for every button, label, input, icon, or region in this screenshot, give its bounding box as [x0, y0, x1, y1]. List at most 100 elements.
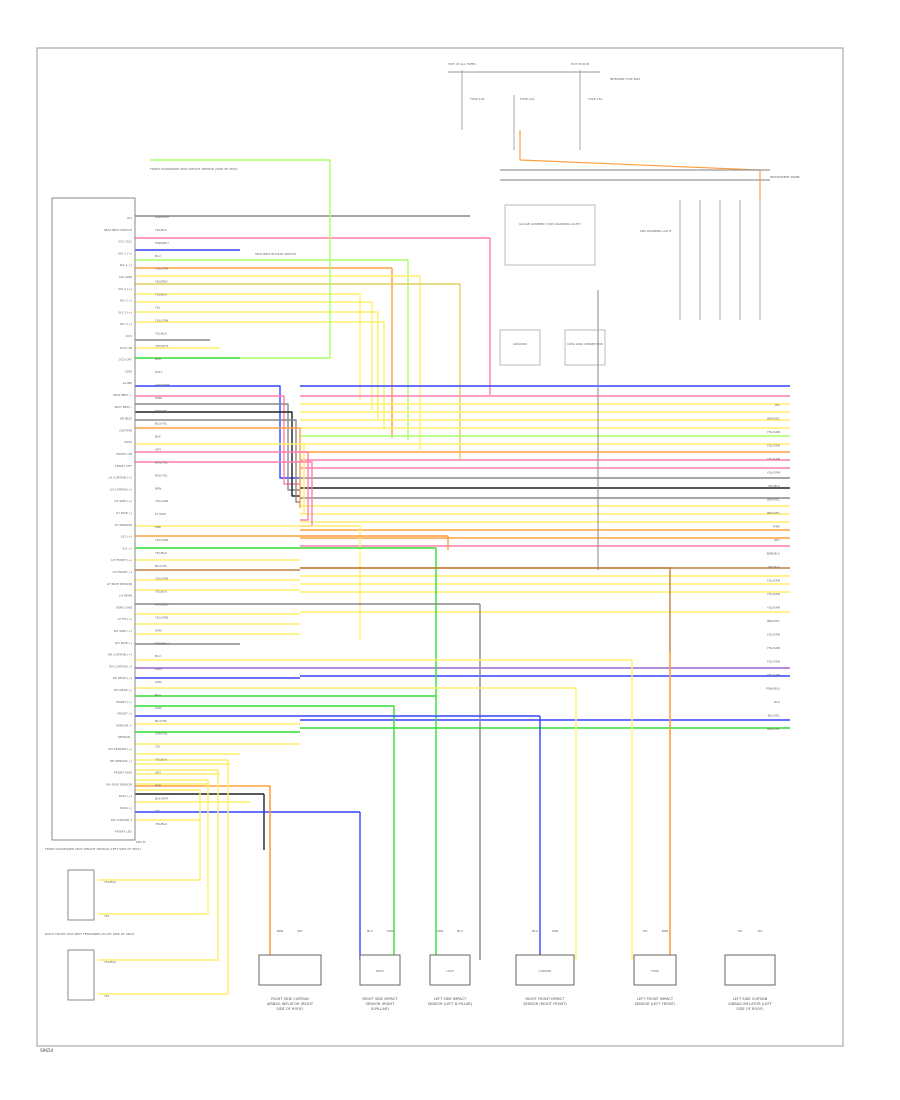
right-wire-label: YEL/GRN: [767, 430, 780, 434]
pin-label: OCS: [126, 334, 132, 338]
dlc-box: [564, 329, 606, 366]
bottom-wire-label: YEL: [642, 929, 648, 933]
wire-label: BRN/YEL: [155, 460, 168, 464]
wire-label: PINK: [155, 396, 163, 400]
pin-label: SIG 2 (-): [120, 299, 132, 303]
bottom-component-name: LSCS: [446, 969, 454, 973]
wire-label: YEL/BLK: [155, 758, 168, 762]
right-wire-label: BRN/YEL: [767, 417, 780, 421]
wire-label: YEL/GRN: [155, 615, 168, 619]
pin-label: LH SIDE (+): [114, 499, 132, 503]
label-interior: INTERIOR FUSE BOX: [610, 77, 640, 81]
bottom-wire-label: YEL: [737, 929, 743, 933]
pin-label: VCC-OCS: [118, 240, 132, 244]
bottom-component-name: CURSOR: [539, 969, 552, 973]
pin-label: RH SIDE (-): [115, 641, 132, 645]
page-label: S9654: [40, 1048, 54, 1053]
wire-label: RED: [155, 357, 162, 361]
bottom-component-box: [359, 954, 401, 986]
lb-box-bottom: [67, 949, 95, 1001]
right-wire-label: YEL/GRN: [767, 444, 780, 448]
pin-label: SIG GND: [119, 275, 133, 279]
pin-label: LH CURTAIN (+): [108, 476, 132, 480]
wire-mid: [135, 451, 309, 521]
wire-mid: [135, 385, 300, 479]
right-wire-label: YEL/GRN: [767, 457, 780, 461]
wire-label: GRN/YEL: [155, 732, 168, 736]
wire-label: BLK: [155, 435, 162, 439]
wire-label: BLU: [155, 254, 161, 258]
srs-module-label: SRS M: [136, 840, 146, 844]
pin-label: LH SIDE SENSOR: [107, 582, 132, 586]
label-fuse-c: FUSE 15A: [588, 97, 603, 101]
pin-label: FRONT GND: [114, 771, 133, 775]
label-splice: INSTRUMENT PANEL: [770, 175, 800, 179]
wire-label: YEL/GRN: [155, 318, 168, 322]
wire-label: GRN/WHT: [155, 215, 170, 219]
pin-label: IG1 (-): [123, 546, 133, 550]
pin-label: RH CURTAIN (-): [109, 664, 132, 668]
right-wire-label: YEL/GRN: [767, 660, 780, 664]
wire-label: GRY: [155, 448, 161, 452]
lb-wire: YEL: [104, 994, 110, 998]
pin-label: SIG 3 (+): [118, 310, 132, 314]
pin-label: SEAT BELT +: [113, 393, 132, 397]
pin-label: RH CURTAIN (+): [108, 653, 132, 657]
wire-mid: [135, 419, 300, 503]
pin-label: K-LINE: [123, 381, 133, 385]
right-wire-label: YEL/GRN: [767, 592, 780, 596]
bottom-component-caption: AIRBAG INFLATOR (RIGHT: [267, 1002, 314, 1006]
wire-label: LT GRN: [155, 512, 166, 516]
bottom-component-caption: SENSOR (LEFT B-PILLAR): [428, 1002, 473, 1006]
bottom-component-box: [724, 954, 776, 986]
right-wire-label: BLU: [774, 700, 780, 704]
right-wire-label: YEL/GRN: [767, 471, 780, 475]
wire-label: BRN: [155, 486, 161, 490]
right-wire-label: YEL/GRN: [767, 673, 780, 677]
lb-wire: YEL/BLK: [104, 960, 117, 964]
wire-label: YEL/GRN: [155, 538, 168, 542]
right-wire-label: GRY: [774, 538, 780, 542]
wire-label: YEL/BLU: [155, 590, 167, 594]
wire-label: GRN: [155, 680, 162, 684]
pin-label: RH SIDE SENSOR: [106, 782, 132, 786]
pin-label: SENSOR +: [116, 723, 132, 727]
wire-mid: [135, 403, 300, 491]
wire-label: PINK/BLU: [155, 641, 169, 645]
wire-label: BLU/YEL: [155, 422, 168, 426]
wire-label: GRN/WHT: [155, 383, 170, 387]
bottom-component-caption: RIGHT SIDE IMPACT: [362, 997, 398, 1001]
bottom-component-caption: AIRBAG INFLATOR (LEFT: [728, 1002, 772, 1006]
wire-label: GRN: [155, 706, 162, 710]
right-wire-label: BLU/YEL: [768, 714, 781, 718]
bottom-component-caption: SENSOR (LEFT FRONT): [635, 1002, 676, 1006]
bottom-wire-label: BLU: [367, 929, 373, 933]
pin-label: LH CURTAIN (-): [110, 487, 132, 491]
right-wire-label: YEL: [775, 403, 781, 407]
pin-label: SEAT BELT SWITCH: [104, 228, 132, 232]
pin-label: OCS-ON: [120, 346, 132, 350]
pin-label: LH FRONT (+): [111, 558, 132, 562]
pin-label: SIG 3 (-): [120, 322, 132, 326]
wire-green-top: [150, 159, 331, 359]
wire-label: YEL/GRN: [155, 577, 168, 581]
pin-label: SIG 1 (+): [118, 251, 132, 255]
bottom-wire-label: GRN: [387, 929, 394, 933]
bottom-component-name: RSFS: [376, 969, 384, 973]
wire-label: YEL/BLU: [155, 822, 167, 826]
lb-box-top: [67, 869, 95, 921]
bottom-component-caption: RIGHT FRONT IMPACT: [526, 997, 566, 1001]
label-warn: SRS WARNING LIGHT: [640, 229, 672, 233]
wire-label: ORN/BLU: [155, 603, 168, 607]
right-wire-label: YEL/GRN: [767, 633, 780, 637]
bottom-component-caption: RIGHT SIDE CURTAIN: [271, 997, 309, 1001]
right-wire-label: BRN/YEL: [767, 498, 780, 502]
pin-label: OCS-OFF: [119, 358, 133, 362]
lb-top-text: FRONT PASSENGER SEAT WEIGHT SENSOR (LEFT…: [45, 847, 141, 851]
pin-label: RH SENSOR (+): [109, 747, 133, 751]
wire-label: YEL: [155, 305, 161, 309]
pin-label: LH REAR: [119, 594, 132, 598]
lb-wire: YEL: [104, 914, 110, 918]
wire-label: YEL/GRN: [155, 499, 168, 503]
